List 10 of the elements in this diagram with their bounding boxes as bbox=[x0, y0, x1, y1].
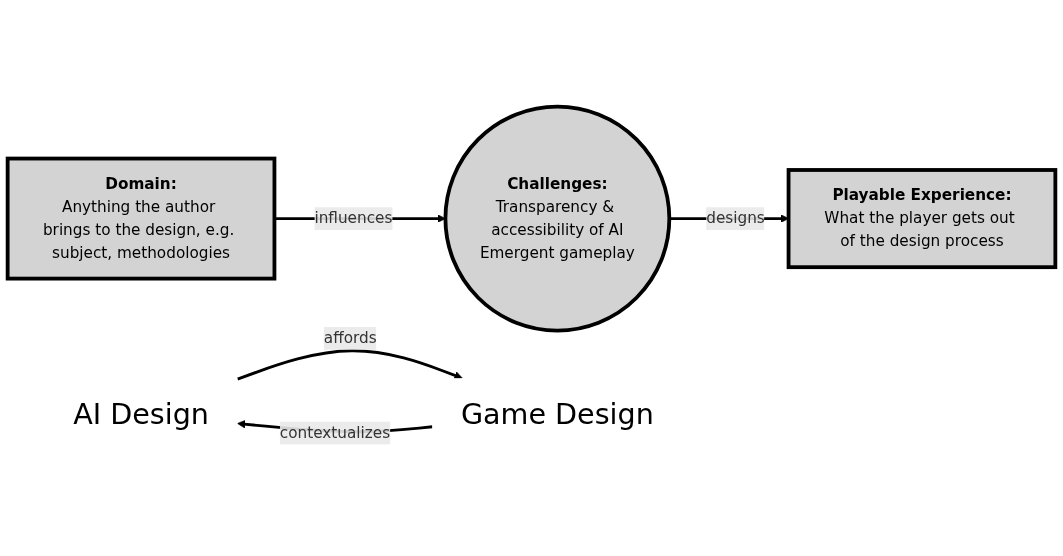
edge-label: contextualizes bbox=[279, 423, 391, 442]
node-box: Domain: Anything the author brings to the design, e.g. subject, methodologies bbox=[5, 156, 277, 281]
edge-label: affords bbox=[323, 328, 377, 347]
node-text: AI Design bbox=[73, 397, 209, 431]
edge-label: designs bbox=[706, 208, 765, 228]
node-text: Game Design bbox=[460, 397, 654, 431]
node-box: Playable Experience: What the player gets out of the design process bbox=[786, 167, 1058, 269]
arrow bbox=[237, 349, 463, 381]
edge-label: influences bbox=[314, 208, 393, 228]
node-circle: Challenges: Transparency & accessibility of AI Emergent gameplay bbox=[443, 104, 672, 333]
